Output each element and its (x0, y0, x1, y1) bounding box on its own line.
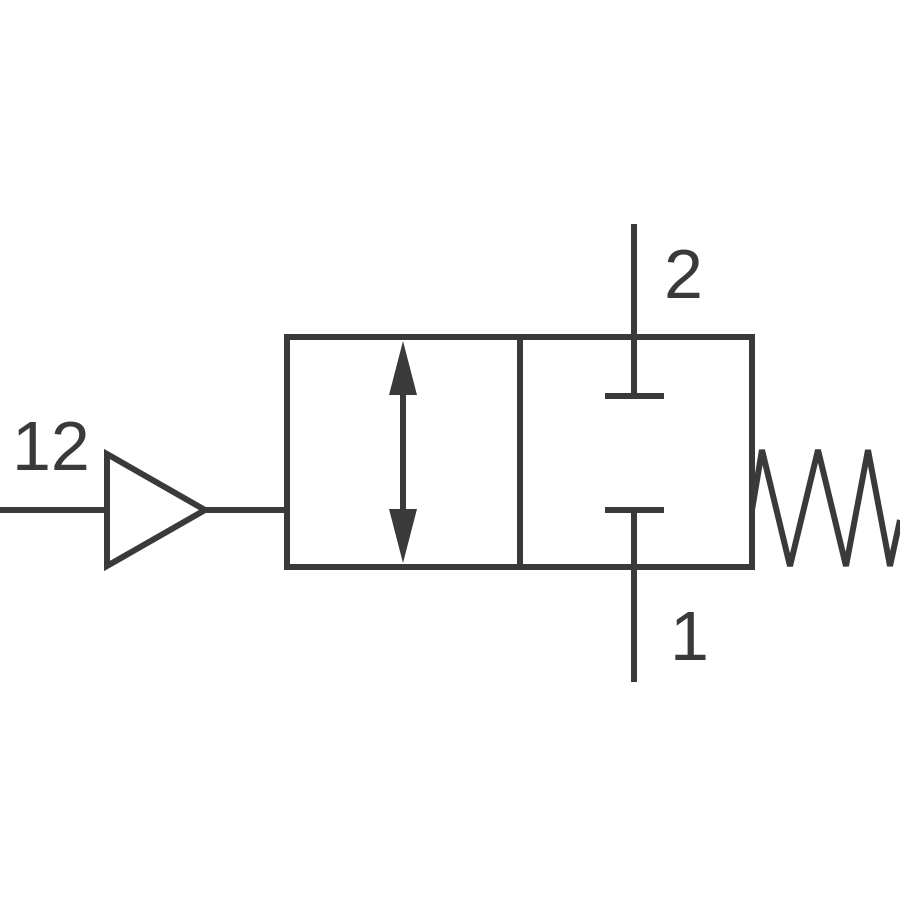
pilot-triangle-icon (104, 448, 212, 572)
spring-return-icon (749, 449, 900, 567)
outlet-port-label: 2 (664, 235, 703, 313)
pilot-port-label: 12 (12, 407, 90, 485)
arrow-head-up (389, 341, 417, 395)
arrow-head-down (389, 509, 417, 563)
double-headed-arrow-icon (389, 341, 417, 563)
inlet-port-label: 1 (670, 597, 709, 675)
